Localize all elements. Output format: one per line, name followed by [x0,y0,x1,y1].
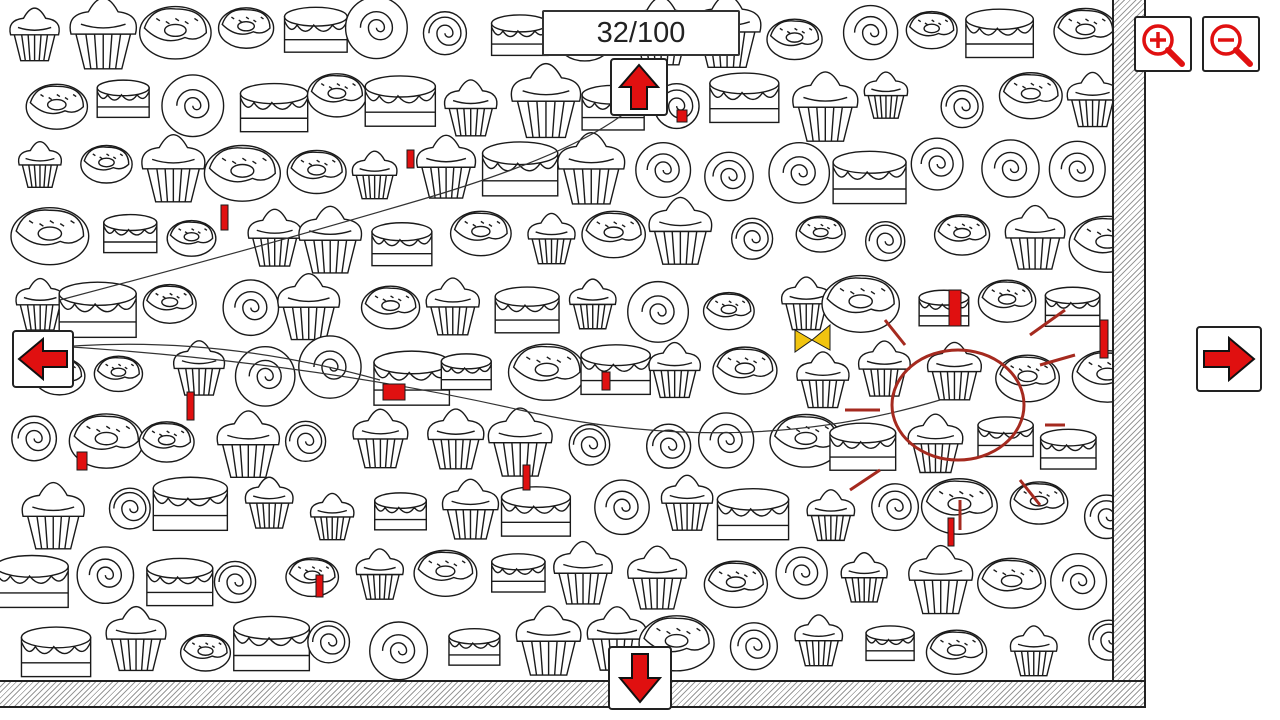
arrow-right-icon [1203,336,1256,382]
found-item-marker [845,308,1076,530]
arrow-down-icon [618,653,662,704]
zoom-out-button[interactable] [1202,16,1260,72]
scroll-left-button[interactable] [12,330,74,388]
scroll-up-button[interactable] [610,58,668,116]
zoom-in-button[interactable] [1134,16,1192,72]
board-border-bottom [0,680,1144,708]
zoom-out-icon [1210,24,1253,67]
game-board[interactable] [0,0,1146,708]
arrow-left-icon [17,337,68,381]
red-candle-objects[interactable] [76,109,1109,598]
board-border-right [1112,0,1146,706]
scroll-right-button[interactable] [1196,326,1262,392]
arrow-up-icon [618,63,660,110]
zoom-in-icon [1142,24,1185,67]
hidden-object-scene[interactable] [0,0,1146,708]
yellow-bow-object[interactable] [794,323,831,353]
scroll-down-button[interactable] [608,646,672,710]
found-counter: 32/100 [542,10,740,56]
